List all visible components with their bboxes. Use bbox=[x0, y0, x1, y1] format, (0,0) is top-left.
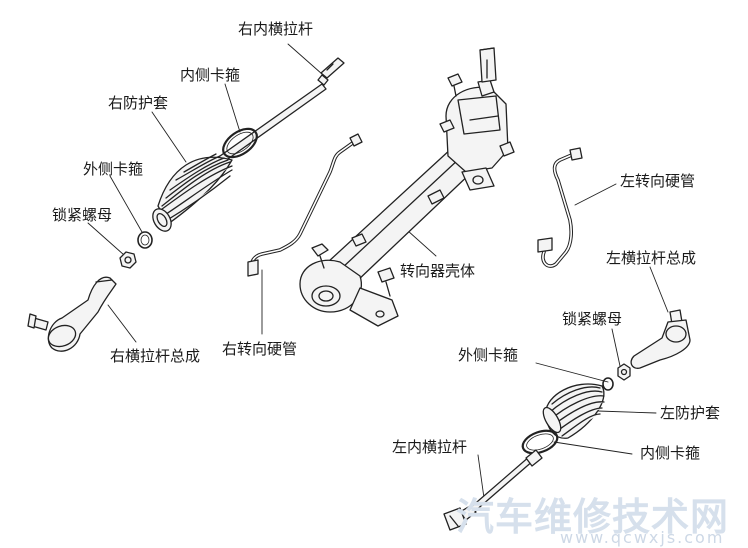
right-outer-clamp bbox=[137, 231, 153, 249]
label-right-tie-rod-assembly: 右横拉杆总成 bbox=[110, 347, 201, 365]
steering-housing bbox=[299, 47, 515, 327]
label-outer-clamp-right: 外侧卡箍 bbox=[83, 160, 144, 178]
label-right-boot: 右防护套 bbox=[108, 94, 169, 112]
right-steering-pipe bbox=[247, 133, 363, 277]
left-steering-pipe bbox=[537, 147, 583, 268]
label-inner-clamp-left: 内侧卡箍 bbox=[640, 444, 701, 462]
right-boot bbox=[152, 153, 233, 232]
left-inner-tie-rod bbox=[443, 449, 543, 531]
watermark-url: www.qcwxjs.com bbox=[560, 528, 725, 547]
right-lock-nut bbox=[119, 251, 137, 269]
left-tie-rod-assembly bbox=[630, 309, 691, 369]
right-tie-rod-assembly bbox=[27, 276, 117, 352]
label-outer-clamp-left: 外侧卡箍 bbox=[458, 346, 519, 364]
label-left-steering-pipe: 左转向硬管 bbox=[620, 172, 696, 190]
left-boot bbox=[542, 383, 605, 439]
right-inner-clamp bbox=[222, 127, 258, 159]
label-right-steering-pipe: 右转向硬管 bbox=[222, 340, 298, 358]
label-lock-nut-right: 锁紧螺母 bbox=[52, 206, 113, 224]
label-lock-nut-left: 锁紧螺母 bbox=[562, 310, 623, 328]
leader-lines bbox=[87, 43, 669, 499]
left-outer-clamp bbox=[602, 377, 614, 391]
label-steering-housing: 转向器壳体 bbox=[400, 262, 476, 280]
label-left-tie-rod-assembly: 左横拉杆总成 bbox=[606, 249, 697, 267]
label-left-inner-tie-rod: 左内横拉杆 bbox=[392, 438, 468, 456]
label-left-boot: 左防护套 bbox=[660, 404, 721, 422]
watermark-logo-text: 汽车维修技术网 bbox=[456, 495, 730, 539]
left-lock-nut bbox=[617, 363, 631, 381]
left-inner-clamp bbox=[521, 429, 559, 455]
label-right-inner-tie-rod: 右内横拉杆 bbox=[238, 20, 314, 38]
label-inner-clamp-right: 内侧卡箍 bbox=[180, 66, 241, 84]
